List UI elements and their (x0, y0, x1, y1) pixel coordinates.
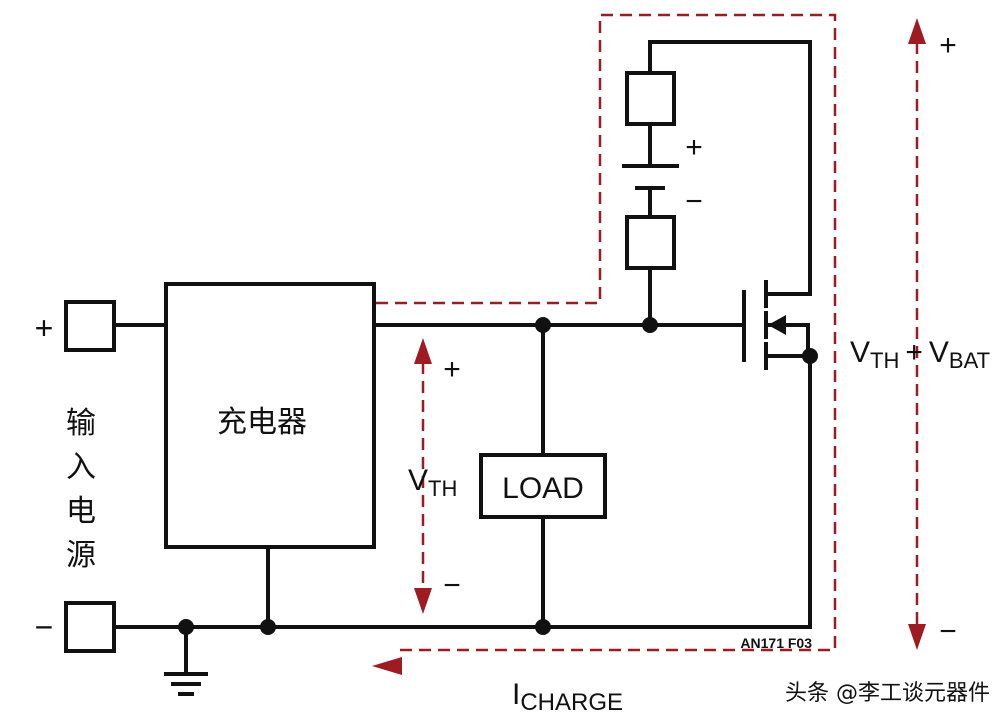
junction-dot (642, 317, 658, 333)
input-minus-label: − (35, 609, 54, 645)
input-label-char-1: 输 (66, 406, 96, 441)
junction-dot (802, 348, 818, 364)
vtotal-plus-label: + (939, 29, 957, 62)
load-block (479, 453, 607, 519)
charger-label: 充电器 (217, 405, 307, 440)
figure-code: AN171 F03 (740, 635, 812, 651)
vtotal-sub2: BAT (949, 348, 990, 373)
vtotal-minus-label: − (939, 615, 957, 648)
icharge-sub: CHARGE (520, 689, 623, 716)
vth-plus-label: + (443, 353, 461, 386)
charger-block (164, 282, 376, 549)
input-plus-label: + (35, 310, 54, 346)
input-label-char-3: 电 (66, 494, 96, 529)
charge-current-path (372, 13, 837, 675)
vtotal-sub1: TH (870, 348, 899, 373)
junctions (178, 317, 818, 635)
current-path-upper (376, 13, 837, 652)
battery-lower-resistor (625, 215, 676, 270)
load-label: LOAD (502, 472, 584, 505)
battery-minus-label: − (685, 185, 703, 218)
watermark: 头条 @李工谈元器件 (785, 681, 990, 706)
input-label-char-2: 入 (66, 450, 96, 485)
ground-icon (164, 672, 208, 696)
current-path-arrowhead-icon (372, 657, 402, 675)
input-label-char-4: 源 (66, 538, 96, 573)
vtotal-v2: V (929, 336, 949, 369)
vth-label-sub: TH (428, 476, 457, 501)
vtotal-label: VTH+VBAT (850, 336, 990, 373)
junction-dot (178, 619, 194, 635)
vtotal-plus-sign: + (905, 336, 923, 369)
icharge-label: ICHARGE (512, 678, 623, 716)
vth-arrow (414, 338, 432, 614)
vtotal-v1: V (850, 336, 870, 369)
vth-label-main: V (408, 464, 428, 497)
input-plus-terminal (64, 300, 116, 352)
junction-dot (260, 619, 276, 635)
vth-minus-label: − (443, 569, 461, 602)
battery-upper-resistor (625, 71, 676, 126)
junction-dot (535, 619, 551, 635)
input-source-label: 输 入 电 源 (66, 406, 96, 573)
battery-plus-label: + (685, 131, 703, 164)
vth-label: VTH (408, 464, 457, 501)
junction-dot (535, 317, 551, 333)
input-minus-terminal (64, 601, 116, 653)
icharge-main: I (512, 678, 520, 711)
wires (112, 40, 812, 674)
vtotal-arrow (908, 18, 926, 650)
